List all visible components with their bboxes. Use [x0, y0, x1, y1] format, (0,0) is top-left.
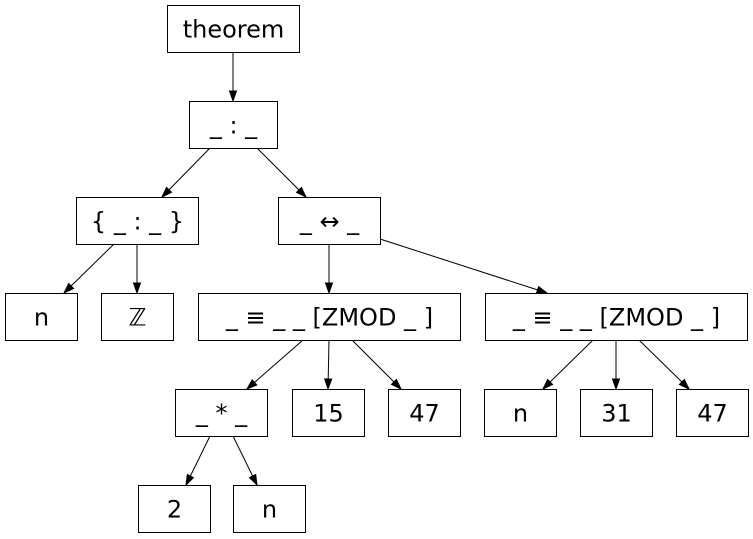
arrow-head-icon	[295, 186, 308, 199]
tree-node-theorem: theorem	[167, 5, 300, 53]
tree-node-n1: n	[5, 293, 78, 341]
node-box	[292, 389, 365, 437]
edge-zmod31-to-n2	[541, 339, 594, 391]
edge-colon-to-set	[160, 147, 211, 199]
edge-line	[189, 435, 211, 477]
arrow-head-icon	[228, 90, 238, 103]
tree-node-c47b: 47	[676, 389, 749, 437]
edge-zmod31-to-c47b	[638, 339, 691, 391]
arrow-head-icon	[62, 282, 75, 295]
tree-node-n2: n	[484, 389, 557, 437]
edge-set-to-zz	[132, 244, 142, 295]
edge-theorem-to-colon	[228, 52, 238, 103]
arrow-head-icon	[541, 378, 554, 391]
tree-node-c2: 2	[138, 485, 211, 533]
edge-set-to-n1	[62, 243, 115, 295]
arrow-head-icon	[535, 285, 549, 294]
node-label: 2	[167, 496, 182, 524]
node-box	[388, 389, 461, 437]
node-box	[138, 485, 211, 533]
arrow-head-icon	[248, 473, 258, 487]
arrow-head-icon	[390, 378, 403, 391]
edge-line	[638, 339, 683, 383]
node-box	[233, 485, 306, 533]
nodes-layer: theorem _ : _ { _ : _ } _ ↔ _n ℤ _ ≡ _ _ [ZMO…	[5, 5, 749, 533]
arrow-head-icon	[132, 282, 142, 295]
tree-node-iff: _ ↔ _	[278, 197, 381, 245]
edge-zmod31-to-c31	[611, 340, 621, 391]
edge-line	[254, 339, 304, 383]
node-label: 47	[697, 400, 728, 428]
arrow-head-icon	[324, 378, 333, 391]
edge-zmod15-to-c15	[324, 339, 333, 391]
tree-node-colon: _ : _	[189, 101, 278, 149]
tree-node-zmod15: _ ≡ _ _ [ZMOD _ ]	[198, 293, 461, 341]
edge-colon-to-iff	[256, 147, 308, 199]
arrow-head-icon	[324, 282, 334, 295]
tree-node-c47a: 47	[388, 389, 461, 437]
node-label: theorem	[183, 16, 285, 44]
node-box	[676, 389, 749, 437]
node-label: n	[513, 400, 528, 428]
node-box	[76, 197, 199, 245]
arrow-head-icon	[678, 378, 691, 391]
node-box	[580, 389, 653, 437]
tree-node-c15: 15	[292, 389, 365, 437]
edge-mul-to-c2	[185, 435, 211, 487]
edge-line	[70, 243, 115, 287]
arrow-head-icon	[160, 186, 173, 199]
edge-zmod15-to-mul	[245, 339, 304, 391]
tree-node-zmod31: _ ≡ _ _ [ZMOD _ ]	[485, 293, 748, 341]
node-label: _ * _	[195, 400, 248, 428]
edge-line	[379, 238, 538, 291]
edge-mul-to-n3	[232, 435, 258, 487]
node-label: ℤ	[129, 304, 147, 332]
node-label: 31	[601, 400, 632, 428]
node-box	[485, 293, 748, 341]
node-label: 15	[313, 400, 344, 428]
node-box	[167, 5, 300, 53]
edge-line	[256, 147, 300, 191]
edge-line	[327, 339, 330, 380]
tree-node-mul: _ * _	[175, 389, 268, 437]
node-box	[278, 197, 381, 245]
node-box	[101, 293, 174, 341]
node-box	[175, 389, 268, 437]
node-box	[198, 293, 461, 341]
node-box	[5, 293, 78, 341]
arrow-head-icon	[245, 378, 258, 391]
tree-node-set: { _ : _ }	[76, 197, 199, 245]
node-label: _ ≡ _ _ [ZMOD _ ]	[512, 304, 720, 332]
node-box	[484, 389, 557, 437]
node-label: _ ↔ _	[299, 208, 360, 236]
node-label: { _ : _ }	[91, 208, 184, 236]
arrow-head-icon	[185, 473, 195, 487]
tree-node-c31: 31	[580, 389, 653, 437]
arrow-head-icon	[611, 378, 621, 391]
edge-line	[168, 147, 211, 191]
edge-line	[549, 339, 594, 383]
node-box	[189, 101, 278, 149]
edge-line	[232, 435, 254, 477]
edge-iff-to-zmod15	[324, 244, 334, 295]
node-label: n	[34, 304, 49, 332]
edge-zmod15-to-c47a	[351, 339, 403, 391]
node-label: _ : _	[209, 112, 258, 140]
edge-line	[351, 339, 395, 383]
edges-layer	[62, 52, 691, 487]
node-label: _ ≡ _ _ [ZMOD _ ]	[225, 304, 433, 332]
node-label: n	[262, 496, 277, 524]
tree-node-n3: n	[233, 485, 306, 533]
tree-node-zz: ℤ	[101, 293, 174, 341]
edge-iff-to-zmod31	[379, 238, 549, 294]
node-label: 47	[409, 400, 440, 428]
